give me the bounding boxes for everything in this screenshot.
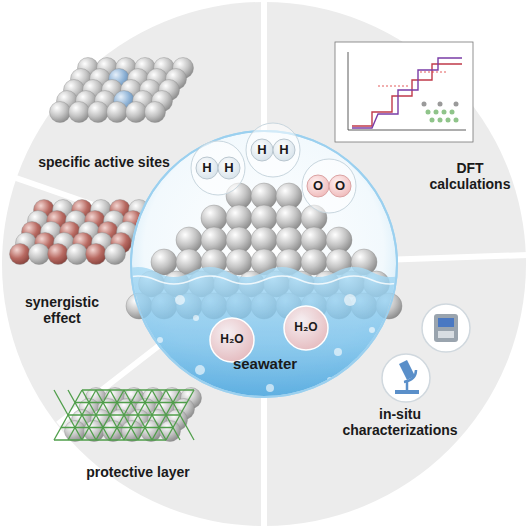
atom-sphere [50, 102, 71, 123]
molecule-label: O [335, 179, 345, 194]
mesh-line [82, 389, 194, 390]
atom-sphere [226, 249, 252, 275]
microscope-icon [382, 354, 430, 402]
mesh-line [54, 439, 166, 440]
sector-label: synergistic effect [12, 294, 112, 326]
active-site-grid [50, 58, 194, 123]
atom-sphere [151, 249, 177, 275]
atom-sphere [29, 244, 50, 265]
atom-sphere [145, 102, 166, 123]
atom-sphere [301, 249, 327, 275]
instrument-icon [422, 304, 470, 352]
molecule-label: H [279, 143, 288, 158]
hydrogen-bubbles [191, 123, 300, 195]
dft-chart [335, 42, 473, 142]
atom-sphere [105, 244, 126, 265]
atom-sphere [86, 244, 107, 265]
protective-grid [65, 388, 202, 442]
molecule-label: H [224, 161, 233, 176]
sector-dividers [16, 0, 528, 528]
sector-label: specific active sites [38, 154, 170, 170]
mesh-line [75, 402, 187, 403]
mesh-line [68, 414, 180, 415]
medium-label: seawater [233, 355, 297, 372]
atom-sphere [160, 421, 181, 442]
molecule-label: H₂O [294, 321, 317, 335]
synergistic-grid [10, 200, 150, 265]
oxygen-bubble [302, 159, 356, 213]
sector-label: protective layer [86, 464, 190, 480]
atom-sphere [48, 244, 69, 265]
atom-sphere [67, 244, 88, 265]
atom-sphere [69, 102, 90, 123]
sector-label: in-situ characterizations [330, 406, 470, 438]
sector-label: DFT calculations [420, 160, 520, 192]
mesh-line [61, 427, 173, 428]
atom-sphere [10, 244, 31, 265]
molecule-label: H₂O [220, 333, 243, 347]
atom-sphere [107, 102, 128, 123]
molecule-label: H [202, 161, 211, 176]
atom-sphere [126, 102, 147, 123]
molecule-label: H [257, 143, 266, 158]
atom-sphere [88, 102, 109, 123]
water-bubbles [210, 306, 328, 362]
protective-mesh [54, 390, 194, 440]
molecule-label: O [313, 179, 323, 194]
